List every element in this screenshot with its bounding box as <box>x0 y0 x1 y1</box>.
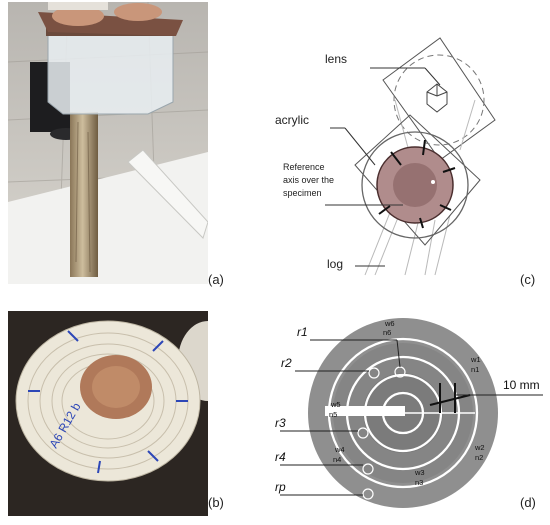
reference-axis-label-2: axis over the <box>283 175 334 185</box>
radius-label-r2: r2 <box>281 356 292 370</box>
panel-b-label: (b) <box>208 495 224 510</box>
panel-c-diagram: lens acrylic Reference axis over the spe… <box>275 37 496 276</box>
panel-a-label: (a) <box>208 272 224 287</box>
reference-axis-label-1: Reference <box>283 162 325 172</box>
w2-label: w2 <box>474 443 485 452</box>
panel-a-photo <box>8 2 208 284</box>
n1-label: n1 <box>471 365 479 374</box>
panel-a: (a) <box>0 0 275 290</box>
scale-bar-label: 10 mm <box>503 378 540 392</box>
panel-b-photo: A6 R12 b <box>8 311 208 516</box>
w3-label: w3 <box>414 468 425 477</box>
reference-axis-label-3: specimen <box>283 188 322 198</box>
lens-label: lens <box>325 52 347 66</box>
panel-d-label: (d) <box>520 495 536 510</box>
radius-label-r3: r3 <box>275 416 286 430</box>
panel-b: A6 R12 b (b) <box>0 305 275 520</box>
n6-label: n6 <box>383 328 391 337</box>
radius-label-r4: r4 <box>275 450 286 464</box>
w6-label: w6 <box>384 319 395 328</box>
n5-label: n5 <box>329 410 337 419</box>
panel-d-diagram: r1 r2 r3 r4 rp 10 mm w6 n6 w1 n1 w5 n5 w… <box>275 318 543 508</box>
panel-c-label: (c) <box>520 272 536 287</box>
panel-d: r1 r2 r3 r4 rp 10 mm w6 n6 w1 n1 w5 n5 w… <box>275 305 550 520</box>
lens-assembly <box>382 37 496 161</box>
w1-label: w1 <box>470 355 481 364</box>
n3-label: n3 <box>415 478 423 487</box>
acrylic-label: acrylic <box>275 113 309 127</box>
n4-label: n4 <box>333 455 341 464</box>
w4-label: w4 <box>334 445 345 454</box>
n2-label: n2 <box>475 453 483 462</box>
w5-label: w5 <box>330 400 341 409</box>
radius-label-rp: rp <box>275 480 286 494</box>
panel-c: lens acrylic Reference axis over the spe… <box>275 0 550 290</box>
radius-label-r1: r1 <box>297 325 308 339</box>
log-label: log <box>327 257 343 271</box>
